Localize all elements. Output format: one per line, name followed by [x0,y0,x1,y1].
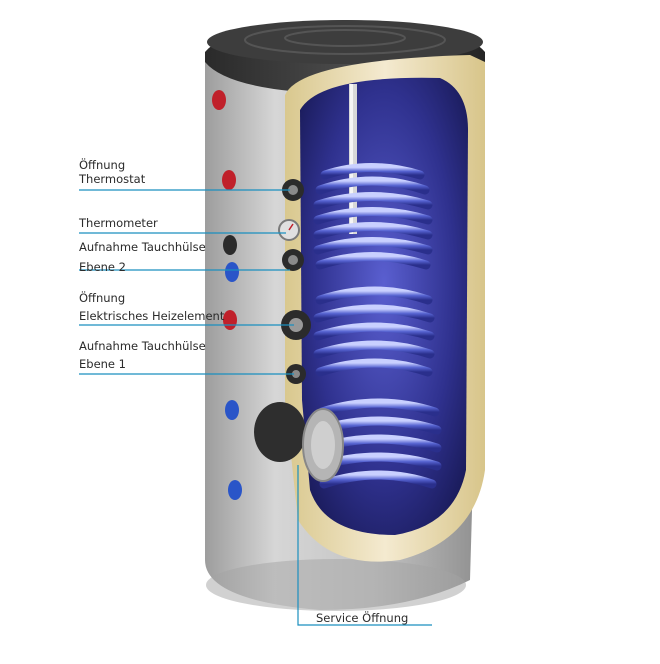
port-red-icon [223,310,237,330]
label-line: Aufnahme Tauchhülse [79,240,206,254]
port-blue-icon [225,262,239,282]
label-line: Ebene 2 [79,260,126,274]
leader-lines [79,189,432,626]
port-blue-icon [225,400,239,420]
label-aufnahme-ebene1: Aufnahme Tauchhülse Ebene 1 [79,339,206,371]
label-thermometer: Thermometer [79,216,158,230]
front-sockets [254,179,344,482]
port-blue-icon [228,480,242,500]
label-service-oeffnung: Service Öffnung [316,611,409,625]
port-red-icon [212,90,226,110]
label-line: Aufnahme Tauchhülse [79,339,206,353]
port-red-icon [222,170,236,190]
label-line: Thermostat [79,172,146,186]
label-line: Elektrisches Heizelement [79,309,225,323]
middle-heat-exchanger-coil [313,286,435,403]
label-line: Ebene 1 [79,357,126,371]
side-ports [212,90,242,500]
service-opening-cover-icon [254,402,306,462]
label-aufnahme-ebene2: Aufnahme Tauchhülse Ebene 2 [79,240,206,274]
upper-heat-exchanger-coil [313,163,433,270]
label-oeffnung-thermostat: Öffnung Thermostat [79,158,145,186]
label-line: Öffnung [79,291,126,305]
label-oeffnung-heizelement: Öffnung Elektrisches Heizelement [79,291,224,323]
port-dark-icon [223,235,237,255]
label-line: Öffnung [79,158,126,172]
